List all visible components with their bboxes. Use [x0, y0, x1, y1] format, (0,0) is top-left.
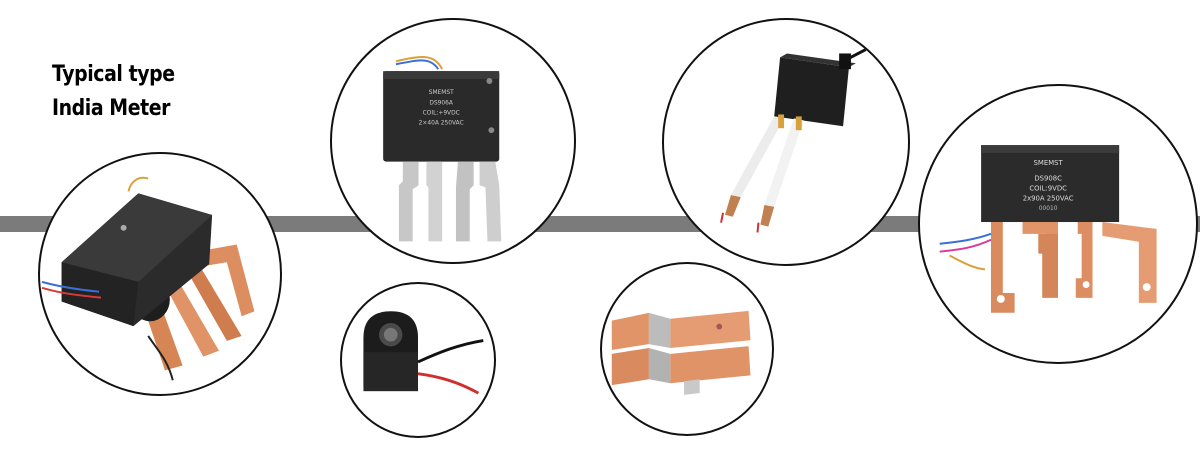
relay-ds908c-image: SMEMST DS908C COIL:9VDC 2x90A 250VAC 000…: [939, 145, 1157, 313]
product-circle-relay-with-leads: [662, 18, 910, 266]
relay-right-code: 00010: [1039, 206, 1058, 212]
relay-right-brand: SMEMST: [1034, 159, 1064, 167]
relay-right-rating: 2x90A 250VAC: [1023, 194, 1074, 202]
product-circle-relay-ds908c: SMEMST DS908C COIL:9VDC 2x90A 250VAC 000…: [918, 84, 1198, 364]
relay-center-brand: SMEMST: [429, 90, 454, 96]
current-transformer-image: [363, 311, 484, 395]
timeline-bar: [0, 216, 1200, 232]
copper-parts-image: [611, 310, 751, 395]
caption: Typical type India Meter: [52, 58, 175, 126]
relay-center-rating: 2×40A 250VAC: [419, 120, 464, 126]
relay-right-coil: COIL:9VDC: [1029, 184, 1067, 192]
product-circle-relay-ds906a: SMEMST DS906A COIL:+9VDC 2×40A 250VAC: [330, 18, 576, 264]
product-circle-india-meter-relay: [38, 152, 282, 396]
caption-line-1: Typical type: [52, 62, 175, 87]
india-meter-relay-image: [41, 176, 255, 381]
relay-center-coil: COIL:+9VDC: [423, 110, 460, 116]
relay-right-model: DS908C: [1034, 175, 1062, 183]
relay-with-leads-image: [720, 48, 867, 233]
relay-ds906a-image: SMEMST DS906A COIL:+9VDC 2×40A 250VAC: [383, 56, 502, 242]
product-circle-copper-parts: [600, 262, 774, 436]
product-circle-current-transformer: [340, 282, 496, 438]
relay-center-model: DS906A: [429, 101, 453, 107]
caption-line-2: India Meter: [52, 96, 171, 121]
